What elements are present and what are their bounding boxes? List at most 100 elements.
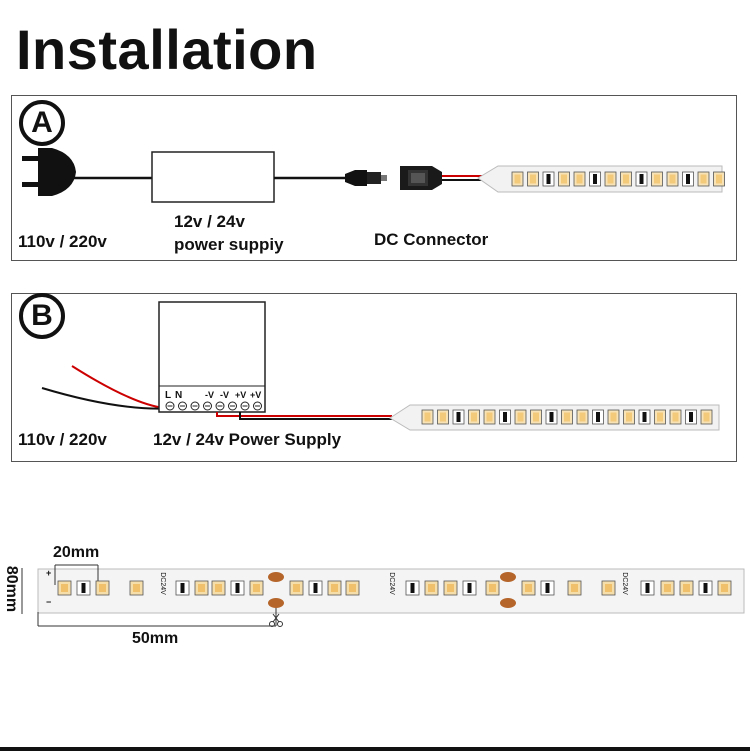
- resistor-body: [596, 412, 600, 422]
- panel-b-diagram: B L N -V -V +V +V 110v / 220v 12v / 24v …: [11, 293, 737, 462]
- led-phosphor: [486, 412, 493, 422]
- mains-voltage-label: 110v / 220v: [18, 430, 107, 449]
- resistor-body: [456, 412, 461, 422]
- led-phosphor: [605, 584, 612, 592]
- resistor-body: [689, 412, 693, 422]
- resistor-body: [180, 583, 185, 593]
- led-phosphor: [579, 412, 586, 422]
- led-phosphor: [428, 584, 435, 592]
- resistor-body: [410, 583, 415, 593]
- led-phosphor: [215, 584, 222, 592]
- resistor-body: [593, 174, 597, 184]
- power-supply-terminal-box: [158, 301, 266, 413]
- terminal-screws: [165, 401, 262, 411]
- panel-b-drawing: [41, 301, 720, 431]
- voltage-print-1: DC24V: [158, 572, 166, 595]
- resistor-body: [703, 583, 708, 593]
- led-phosphor: [253, 584, 260, 592]
- terminal-l: L: [165, 390, 172, 401]
- led-phosphor: [198, 584, 205, 592]
- led-phosphor: [657, 412, 663, 422]
- wall-plug-icon: [22, 148, 76, 196]
- led-phosphor: [561, 174, 567, 184]
- polarity-minus: −: [46, 597, 52, 607]
- led-phosphor: [533, 412, 539, 422]
- led-spacing-label: 20mm: [53, 544, 100, 561]
- led-phosphor: [683, 584, 690, 592]
- terminal-pos-1: +V: [235, 390, 247, 400]
- mains-wire-red: [71, 365, 165, 409]
- led-phosphor: [716, 174, 722, 184]
- solder-pad-top: [268, 572, 284, 582]
- voltage-print-3: DC24V: [620, 572, 628, 595]
- resistor-body: [546, 174, 551, 184]
- voltage-print-2: DC24V: [387, 572, 395, 595]
- resistor-body: [642, 412, 647, 422]
- led-phosphor: [564, 412, 570, 422]
- led-phosphor: [489, 584, 496, 592]
- led-phosphor: [447, 584, 454, 592]
- led-phosphor: [517, 412, 524, 422]
- resistor-body: [313, 583, 318, 593]
- led-phosphor: [664, 584, 671, 592]
- panel-a-diagram: A 110v / 220v 12v / 24v power s: [11, 95, 737, 261]
- led-phosphor: [331, 584, 338, 592]
- dc-connector-label: DC Connector: [374, 230, 489, 249]
- led-phosphor: [61, 584, 68, 592]
- output-wire-black: [239, 412, 392, 420]
- led-phosphor: [424, 412, 431, 422]
- resistor-body: [503, 412, 507, 422]
- led-phosphor: [293, 584, 300, 592]
- led-phosphor: [530, 174, 536, 184]
- resistor-body: [639, 174, 644, 184]
- panel-a-letter: A: [19, 100, 65, 146]
- led-phosphor: [654, 174, 660, 184]
- led-phosphor: [703, 412, 710, 422]
- solder-pad-bottom: [500, 598, 516, 608]
- resistor-body: [467, 583, 472, 593]
- panel-b-letter: B: [19, 293, 65, 339]
- panel-a-drawing: [22, 148, 725, 203]
- bottom-border: [0, 747, 750, 751]
- led-phosphor: [721, 584, 728, 592]
- polarity-plus: +: [46, 568, 52, 578]
- terminal-pos-2: +V: [250, 390, 262, 400]
- output-wire-red: [216, 412, 392, 417]
- terminal-neg-1: -V: [205, 390, 214, 400]
- led-phosphor: [623, 174, 629, 184]
- led-phosphor: [576, 174, 583, 184]
- led-phosphor: [626, 412, 632, 422]
- supply-label-line2: power suppiy: [174, 235, 284, 254]
- led-phosphor: [514, 174, 521, 184]
- resistor-body: [686, 174, 690, 184]
- resistor-body: [81, 583, 86, 593]
- led-phosphor: [610, 412, 617, 422]
- terminal-neg-2: -V: [220, 390, 229, 400]
- resistor-body: [545, 583, 550, 593]
- resistor-body: [549, 412, 554, 422]
- scissors-icon: [269, 613, 283, 627]
- led-strip-segment: [37, 568, 745, 614]
- led-phosphor: [471, 412, 477, 422]
- led-phosphor: [700, 174, 707, 184]
- dc-plug-icon: [345, 170, 387, 186]
- strip-width-label: 80mm: [3, 565, 21, 613]
- led-phosphor: [525, 584, 532, 592]
- led-phosphor: [669, 174, 676, 184]
- led-phosphor: [99, 584, 106, 592]
- solder-pad-bottom: [268, 598, 284, 608]
- page-title: Installation: [16, 18, 318, 81]
- dc-connector-icon: [400, 166, 482, 190]
- terminal-n: N: [175, 390, 183, 401]
- led-phosphor: [133, 584, 140, 592]
- led-phosphor: [349, 584, 356, 592]
- resistor-body: [235, 583, 240, 593]
- plug-voltage-label: 110v / 220v: [18, 232, 107, 251]
- power-supply-label: 12v / 24v Power Supply: [153, 430, 342, 449]
- led-phosphor: [672, 412, 679, 422]
- cut-length-label: 50mm: [132, 630, 179, 647]
- solder-pad-top: [500, 572, 516, 582]
- supply-label-line1: 12v / 24v: [174, 212, 245, 231]
- led-phosphor: [607, 174, 614, 184]
